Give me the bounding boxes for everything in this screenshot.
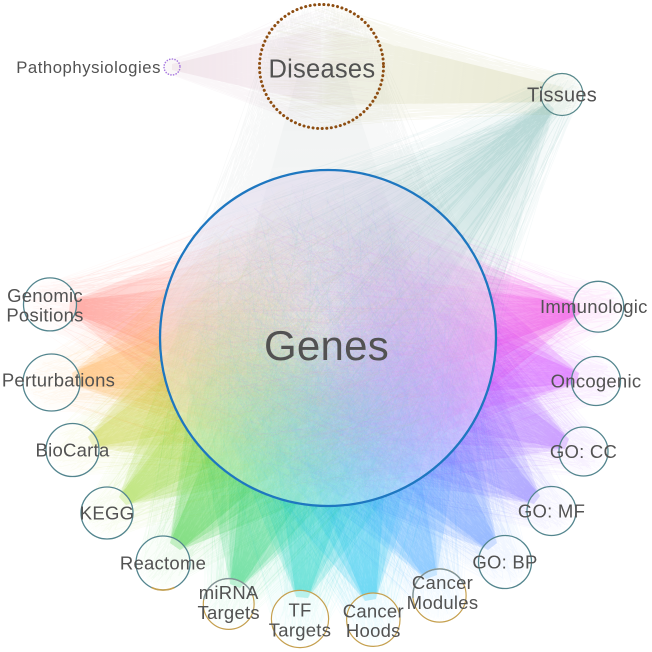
svg-text:KEGG: KEGG [80, 503, 134, 524]
svg-text:Diseases: Diseases [268, 55, 375, 83]
svg-text:GO: MF: GO: MF [518, 501, 585, 522]
svg-text:Genomic: Genomic [7, 285, 83, 306]
svg-text:Hoods: Hoods [346, 620, 401, 641]
svg-text:Perturbations: Perturbations [2, 370, 115, 391]
svg-text:GO: CC: GO: CC [550, 441, 617, 462]
svg-text:Positions: Positions [6, 305, 83, 326]
svg-text:miRNA: miRNA [199, 582, 259, 603]
svg-text:GO: BP: GO: BP [472, 552, 537, 573]
svg-text:Pathophysiologies: Pathophysiologies [16, 58, 161, 77]
svg-text:BioCarta: BioCarta [36, 440, 110, 461]
svg-text:Reactome: Reactome [120, 553, 206, 574]
svg-text:Oncogenic: Oncogenic [551, 371, 642, 392]
svg-text:Cancer: Cancer [412, 572, 473, 593]
svg-text:Targets: Targets [197, 602, 259, 623]
svg-text:Cancer: Cancer [343, 600, 404, 621]
svg-text:Immunologic: Immunologic [540, 296, 648, 317]
svg-text:Genes: Genes [264, 322, 389, 369]
svg-text:Targets: Targets [269, 619, 331, 640]
svg-text:Tissues: Tissues [527, 85, 597, 107]
svg-text:TF: TF [288, 600, 311, 621]
svg-text:Modules: Modules [407, 592, 479, 613]
